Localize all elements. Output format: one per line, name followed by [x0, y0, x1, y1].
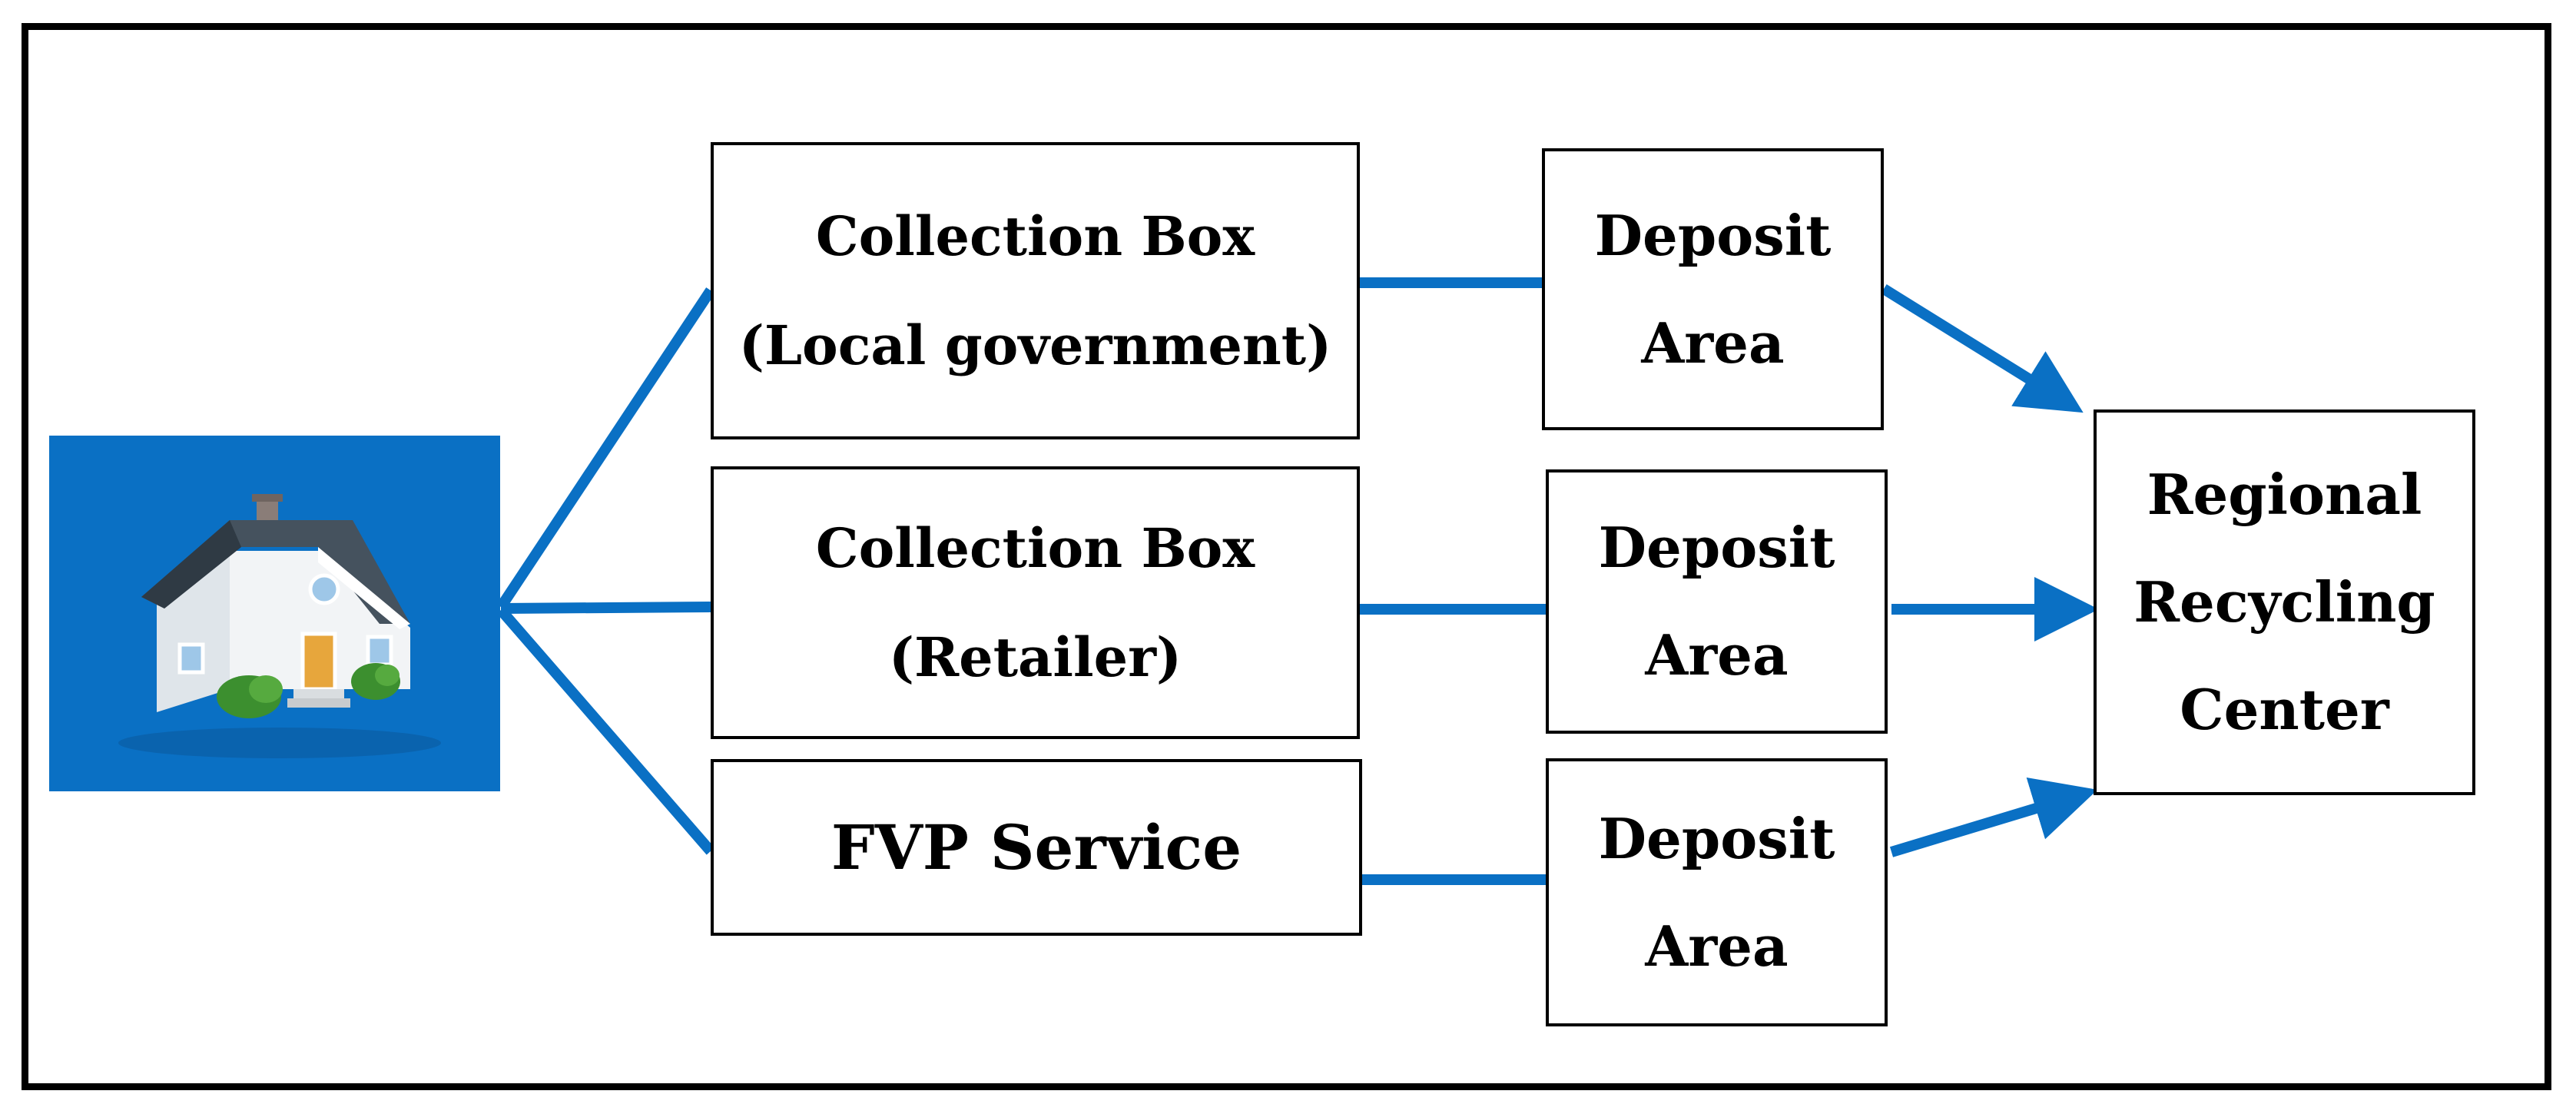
collection-local-line2: (Local government) [738, 313, 1332, 377]
house-icon [118, 494, 441, 758]
arrow-deposit-1-to-regional [1881, 284, 2084, 413]
deposit-3-line2: Area [1645, 913, 1789, 979]
collection-retailer-line2: (Retailer) [888, 625, 1182, 689]
collection-box-retailer: Collection Box (Retailer) [711, 466, 1360, 739]
connector-house-to-fvp-service [496, 606, 715, 855]
regional-line1: Regional [2147, 462, 2422, 527]
deposit-1-line2: Area [1641, 310, 1785, 376]
connector-house-to-collection-local [496, 287, 715, 610]
regional-line2: Recycling [2133, 569, 2435, 635]
deposit-area-2: Deposit Area [1546, 469, 1888, 734]
deposit-2-line2: Area [1645, 622, 1789, 688]
deposit-2-line1: Deposit [1598, 515, 1835, 580]
collection-retailer-line1: Collection Box [815, 516, 1255, 580]
deposit-3-line1: Deposit [1598, 805, 1835, 871]
regional-line3: Center [2180, 677, 2389, 742]
deposit-1-line1: Deposit [1594, 202, 1832, 268]
arrow-deposit-3-to-regional [1889, 777, 2098, 857]
collection-box-local-government: Collection Box (Local government) [711, 142, 1360, 439]
collection-local-line1: Collection Box [815, 204, 1255, 268]
deposit-area-1: Deposit Area [1542, 148, 1884, 430]
deposit-area-3: Deposit Area [1546, 758, 1888, 1026]
fvp-service-box: FVP Service [711, 759, 1362, 936]
outer-frame [22, 23, 2551, 1090]
household-panel [49, 436, 500, 791]
connector-house-to-collection-retailer [500, 602, 711, 614]
regional-recycling-center: Regional Recycling Center [2094, 409, 2475, 795]
fvp-service-label: FVP Service [830, 811, 1242, 884]
